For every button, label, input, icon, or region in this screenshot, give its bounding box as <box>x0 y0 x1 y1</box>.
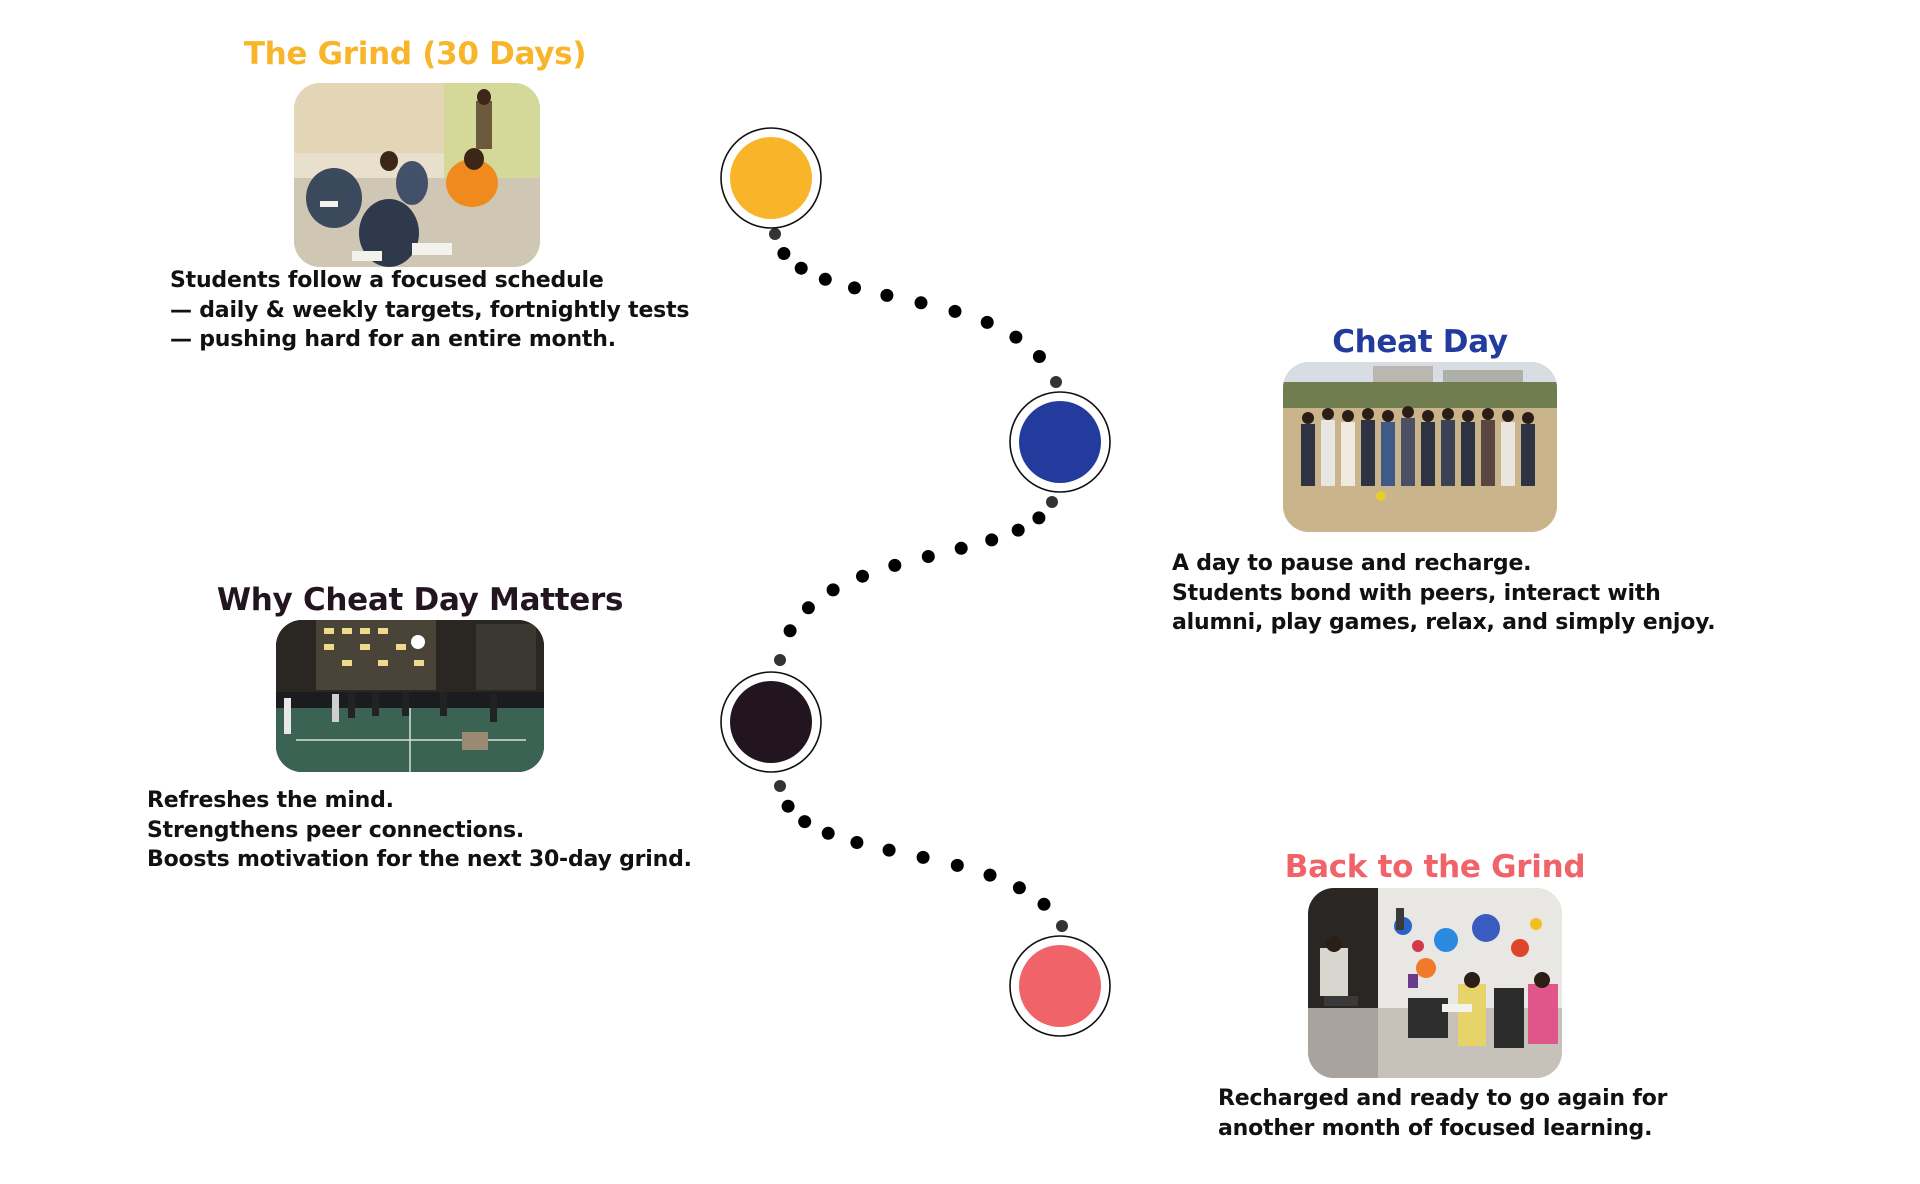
connector-dot <box>794 261 808 275</box>
connector-dot <box>954 541 968 555</box>
connector-dot <box>916 850 930 864</box>
connector-dot <box>848 281 861 295</box>
description-line: Students bond with peers, interact with <box>1172 580 1661 606</box>
night-sports-court-photo <box>276 620 544 772</box>
connector-dot <box>980 315 994 329</box>
connector-dot <box>950 858 964 872</box>
connector-dot <box>1050 376 1062 388</box>
connector-dot <box>798 815 812 829</box>
connector-dot <box>1012 881 1026 895</box>
description-line: another month of focused learning. <box>1218 1115 1653 1141</box>
stage-description-grind: Students follow a focused schedule — dai… <box>170 266 689 355</box>
connector-dot <box>921 550 935 563</box>
connector-dot <box>818 272 832 286</box>
timeline-node-back-to-grind <box>1009 935 1111 1037</box>
description-line: Students follow a focused schedule <box>170 268 604 293</box>
description-line: Boosts motivation for the next 30-day gr… <box>147 847 692 872</box>
description-line: Recharged and ready to go again for <box>1218 1086 1668 1111</box>
connector-dot <box>769 228 781 240</box>
connector-dot <box>1037 897 1051 911</box>
connector-dot <box>781 799 795 813</box>
connector-dot <box>801 601 815 615</box>
connector-dot <box>985 533 999 547</box>
description-line: — daily & weekly targets, fortnightly te… <box>170 297 690 323</box>
connector-dot <box>1032 350 1046 363</box>
connector-dot <box>774 654 786 666</box>
connector-dot <box>880 288 894 302</box>
connector-dot <box>914 296 928 310</box>
connector-dot <box>777 247 791 260</box>
dotted-connector-group <box>769 228 1068 932</box>
timeline-node-grind <box>720 127 822 229</box>
description-line: — pushing hard for an entire month. <box>170 327 616 352</box>
stage-title-back-to-grind: Back to the Grind <box>1284 849 1586 885</box>
connector-dot <box>826 583 840 597</box>
stage-title-why-cheat-day: Why Cheat Day Matters <box>216 582 624 618</box>
connector-dot <box>856 569 869 583</box>
connector-dot <box>1009 330 1023 344</box>
stage-description-back-to-grind: Recharged and ready to go again for anot… <box>1218 1084 1667 1143</box>
connector-dot <box>888 558 902 572</box>
description-line: Strengthens peer connections. <box>147 817 525 843</box>
connector-dot <box>983 868 997 882</box>
timeline-node-cheat-day <box>1009 391 1111 493</box>
node-dot-grind <box>730 137 812 219</box>
connector-dot <box>1056 920 1068 932</box>
description-line: A day to pause and recharge. <box>1172 551 1532 576</box>
group-outdoor-photo <box>1283 362 1557 532</box>
students-writing-exam-photo <box>294 83 540 267</box>
connector-dot <box>948 304 962 318</box>
connector-dot <box>821 826 835 840</box>
node-dot-why-cheat-day <box>730 681 812 763</box>
connector-dot <box>1032 511 1046 525</box>
stage-title-grind: The Grind (30 Days) <box>243 36 587 72</box>
node-dot-back-to-grind <box>1019 945 1101 1027</box>
connector-dot <box>1046 496 1058 508</box>
description-line: alumni, play games, relax, and simply en… <box>1172 610 1716 635</box>
connector-dot <box>850 836 864 849</box>
stage-description-cheat-day: A day to pause and recharge. Students bo… <box>1172 549 1716 638</box>
classroom-study-photo <box>1308 888 1562 1078</box>
connector-dot <box>783 624 797 638</box>
node-dot-cheat-day <box>1019 401 1101 483</box>
timeline-node-why-cheat-day <box>720 671 822 773</box>
connector-dot <box>774 780 786 792</box>
stage-description-why-cheat-day: Refreshes the mind. Strengthens peer con… <box>147 786 692 875</box>
stage-title-cheat-day: Cheat Day <box>1332 324 1508 360</box>
connector-dot <box>1011 523 1025 537</box>
connector-dot <box>882 843 896 857</box>
description-line: Refreshes the mind. <box>147 788 394 813</box>
